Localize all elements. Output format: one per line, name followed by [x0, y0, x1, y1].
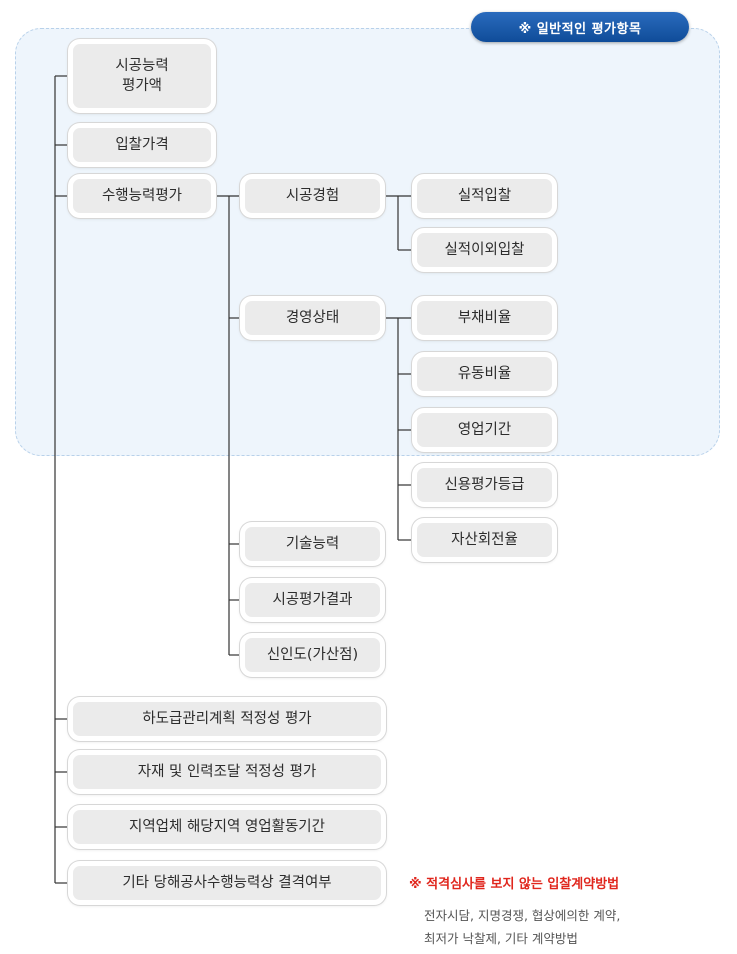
- node-credibility: 신인도(가산점): [240, 633, 385, 677]
- note-line-2: 최저가 낙찰제, 기타 계약방법: [424, 931, 578, 946]
- node-non-record-bid: 실적이외입찰: [412, 228, 557, 272]
- node-record-bid: 실적입찰: [412, 174, 557, 218]
- node-material-labor: 자재 및 인력조달 적정성 평가: [68, 750, 386, 794]
- node-local-business: 지역업체 해당지역 영업활동기간: [68, 805, 386, 849]
- node-construction-capacity: 시공능력 평가액: [68, 39, 216, 113]
- node-debt-ratio: 부채비율: [412, 296, 557, 340]
- general-evaluation-badge: ※ 일반적인 평가항목: [471, 12, 689, 42]
- note-title: ※ 적격심사를 보지 않는 입찰계약방법: [409, 877, 620, 892]
- node-other-disqualification: 기타 당해공사수행능력상 결격여부: [68, 861, 386, 905]
- node-bid-price: 입찰가격: [68, 123, 216, 167]
- node-construction-eval-result: 시공평가결과: [240, 578, 385, 622]
- note-line-1: 전자시담, 지명경쟁, 협상에의한 계약,: [424, 908, 621, 923]
- node-technical-capability: 기술능력: [240, 522, 385, 566]
- node-management-status: 경영상태: [240, 296, 385, 340]
- node-liquidity-ratio: 유동비율: [412, 352, 557, 396]
- node-credit-rating: 신용평가등급: [412, 463, 557, 507]
- node-construction-experience: 시공경험: [240, 174, 385, 218]
- node-capital-turnover: 자산회전율: [412, 518, 557, 562]
- node-performance-eval: 수행능력평가: [68, 174, 216, 218]
- node-business-period: 영업기간: [412, 408, 557, 452]
- node-subcontract-plan: 하도급관리계획 적정성 평가: [68, 697, 386, 741]
